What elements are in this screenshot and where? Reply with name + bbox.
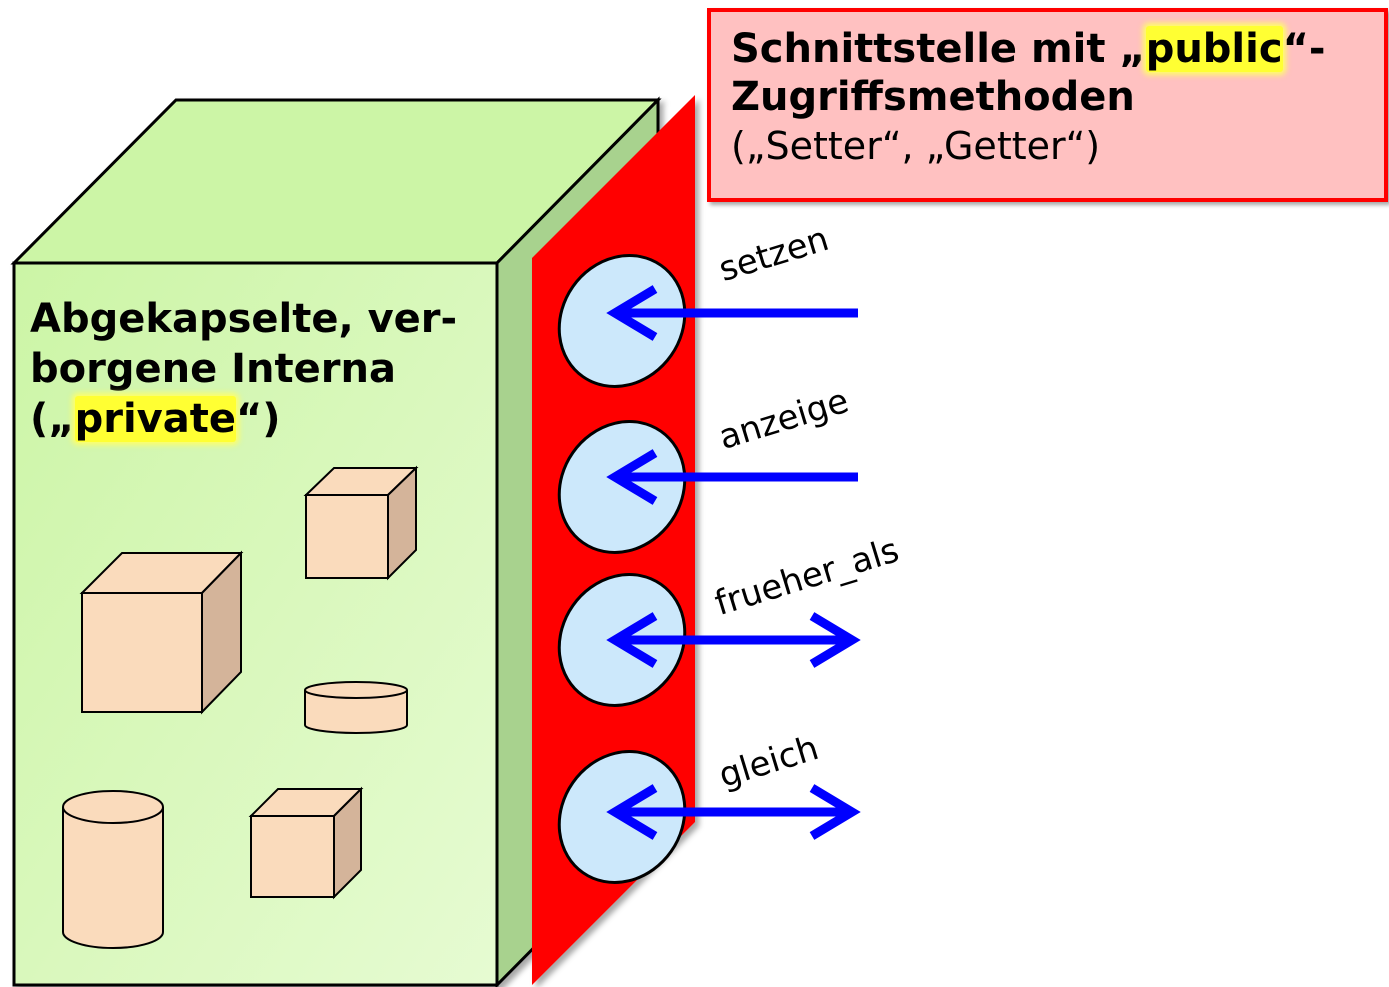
internal-cube-large [79, 550, 244, 715]
private-label-line3: („private“) [30, 396, 281, 442]
public-keyword: public [1145, 26, 1283, 72]
private-internals-label: Abgekapselte, ver- borgene Interna („pri… [30, 294, 457, 444]
internal-cylinder-tall [62, 790, 164, 949]
interface-description-box: Schnittstelle mit „public“- Zugriffsmeth… [707, 8, 1388, 202]
arrow-anzeige [606, 449, 858, 505]
private-label-line1: Abgekapselte, ver- [30, 296, 458, 342]
internal-cube-small-top [303, 465, 419, 581]
internal-cylinder-flat [304, 681, 408, 734]
interface-subtitle: („Setter“, „Getter“) [731, 124, 1101, 168]
interface-title-line1: Schnittstelle mit „public“- [731, 26, 1326, 72]
private-keyword: private [74, 396, 236, 442]
arrow-frueher-als [606, 612, 861, 668]
private-label-line2: borgene Interna [30, 346, 396, 392]
internal-cube-small-bottom [248, 786, 364, 900]
arrow-gleich [606, 784, 861, 840]
interface-title-line2: Zugriffsmethoden [731, 74, 1135, 120]
arrow-setzen [606, 285, 858, 341]
